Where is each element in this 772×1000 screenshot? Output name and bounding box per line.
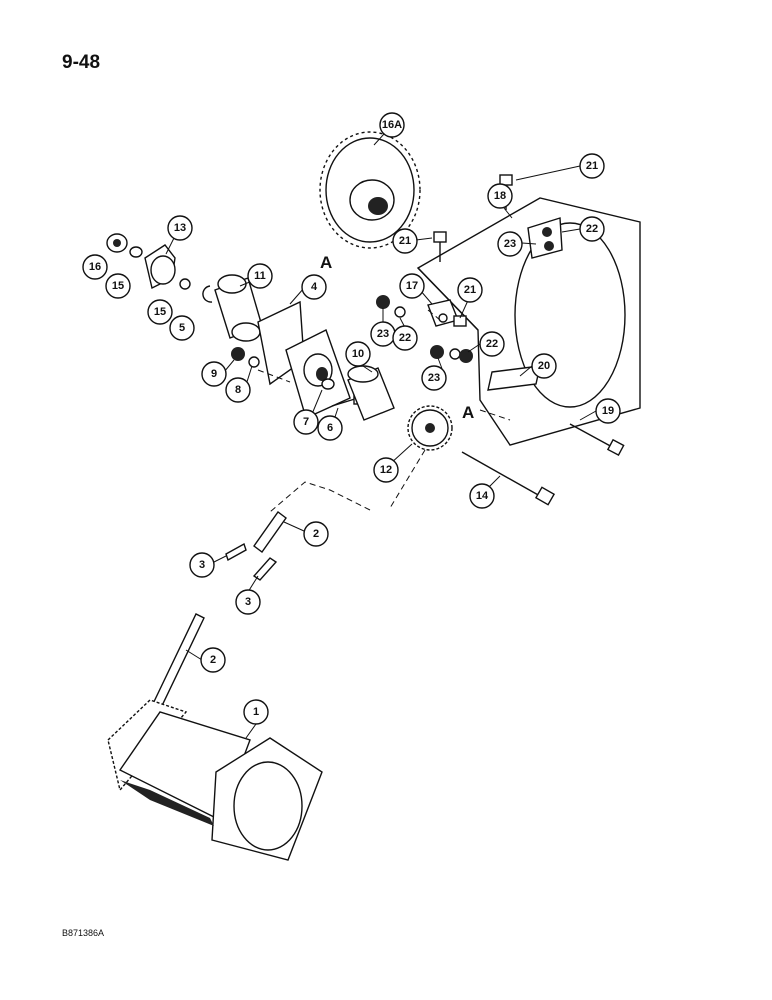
hub-13-part [144, 244, 176, 290]
callout-20: 20 [531, 353, 557, 379]
spacer-7-part [321, 378, 335, 390]
callout-4: 4 [301, 274, 327, 300]
callout-9-label: 9 [211, 368, 217, 380]
bracket-17-part [427, 299, 459, 327]
callout-11-label: 11 [254, 270, 266, 282]
callout-22-mid: 22 [392, 325, 418, 351]
callout-21-right-label: 21 [464, 284, 476, 296]
drive-housing-1-part [107, 699, 323, 861]
callout-21-left-label: 21 [399, 235, 411, 247]
callout-12-label: 12 [380, 464, 392, 476]
callout-18: 18 [487, 183, 513, 209]
callout-15-upper-label: 15 [112, 280, 124, 292]
callout-16a-label: 16A [382, 119, 402, 131]
nuts-23-washers-22-part [376, 295, 473, 363]
callout-22-top: 22 [579, 216, 605, 242]
rod-19-part [569, 423, 625, 457]
callout-22-right: 22 [479, 331, 505, 357]
callout-21-top-label: 21 [586, 160, 598, 172]
callout-15-upper: 15 [105, 273, 131, 299]
callout-22-top-label: 22 [586, 223, 598, 235]
callout-5: 5 [169, 315, 195, 341]
callout-3-left-label: 3 [199, 559, 205, 571]
callout-2-upper-label: 2 [313, 528, 319, 540]
rod-14-part [461, 451, 556, 506]
snap-ring-5-part [202, 285, 213, 303]
callout-17-label: 17 [406, 280, 418, 292]
callout-13: 13 [167, 215, 193, 241]
callout-16a: 16A [379, 112, 405, 138]
callout-7-label: 7 [303, 416, 309, 428]
callout-23-mid: 23 [370, 321, 396, 347]
callout-15-lower: 15 [147, 299, 173, 325]
callout-7: 7 [293, 409, 319, 435]
washer-15-upper-part [129, 246, 143, 258]
bolt-21-left-part [433, 231, 447, 262]
small-sprocket-12-part [407, 405, 453, 451]
callout-21-left: 21 [392, 228, 418, 254]
callout-23-mid-label: 23 [377, 328, 389, 340]
callout-22-mid-label: 22 [399, 332, 411, 344]
callout-23-low: 23 [421, 365, 447, 391]
callout-5-label: 5 [179, 322, 185, 334]
callout-19-label: 19 [602, 405, 614, 417]
callout-9: 9 [201, 361, 227, 387]
callout-15-lower-label: 15 [154, 306, 166, 318]
nut-16-part [106, 233, 128, 253]
callout-3-left: 3 [189, 552, 215, 578]
callout-16: 16 [82, 254, 108, 280]
callout-1-label: 1 [253, 706, 259, 718]
callout-21-right: 21 [457, 277, 483, 303]
callout-6-label: 6 [327, 422, 333, 434]
washer-15-lower-part [179, 278, 191, 290]
callout-23-low-label: 23 [428, 372, 440, 384]
callout-21-top: 21 [579, 153, 605, 179]
callout-10-label: 10 [352, 348, 364, 360]
callout-20-label: 20 [538, 360, 550, 372]
nut-9-washer-8-part [231, 347, 260, 368]
callout-17: 17 [399, 273, 425, 299]
nut-plate-22-part [527, 217, 563, 259]
callout-8: 8 [225, 377, 251, 403]
callout-8-label: 8 [235, 384, 241, 396]
ref-letter-a-top: A [320, 253, 332, 272]
chain-2-upper-part [253, 511, 287, 553]
callout-23-top-label: 23 [504, 238, 516, 250]
callout-4-label: 4 [311, 281, 318, 293]
callout-16-label: 16 [89, 261, 101, 273]
spacer-10-part [347, 365, 395, 421]
callout-1: 1 [243, 699, 269, 725]
page-number: 9-48 [62, 52, 101, 73]
callout-11: 11 [247, 263, 273, 289]
callout-2-lower: 2 [200, 647, 226, 673]
chain-2-lower-part [149, 613, 205, 715]
bearing-plate-4-part [257, 300, 351, 419]
bushing-11-part [214, 274, 263, 342]
callout-13-label: 13 [174, 222, 186, 234]
callout-22-right-label: 22 [486, 338, 498, 350]
ref-letter-a-right: A [462, 403, 474, 422]
callout-23-top: 23 [497, 231, 523, 257]
callout-2-upper: 2 [303, 521, 329, 547]
large-sprocket-part [319, 131, 421, 249]
callout-18-label: 18 [494, 190, 506, 202]
callout-3-lower-label: 3 [245, 596, 251, 608]
chain-housing-part [416, 197, 641, 446]
callout-14-label: 14 [476, 490, 489, 502]
connector-link-3-part [225, 542, 278, 581]
callout-6: 6 [317, 415, 343, 441]
callout-19: 19 [595, 398, 621, 424]
callout-12: 12 [373, 457, 399, 483]
callout-2-lower-label: 2 [210, 654, 216, 666]
figure-code: B871386A [62, 928, 105, 938]
callout-3-lower: 3 [235, 589, 261, 615]
callout-10: 10 [345, 341, 371, 367]
callout-14: 14 [469, 483, 495, 509]
